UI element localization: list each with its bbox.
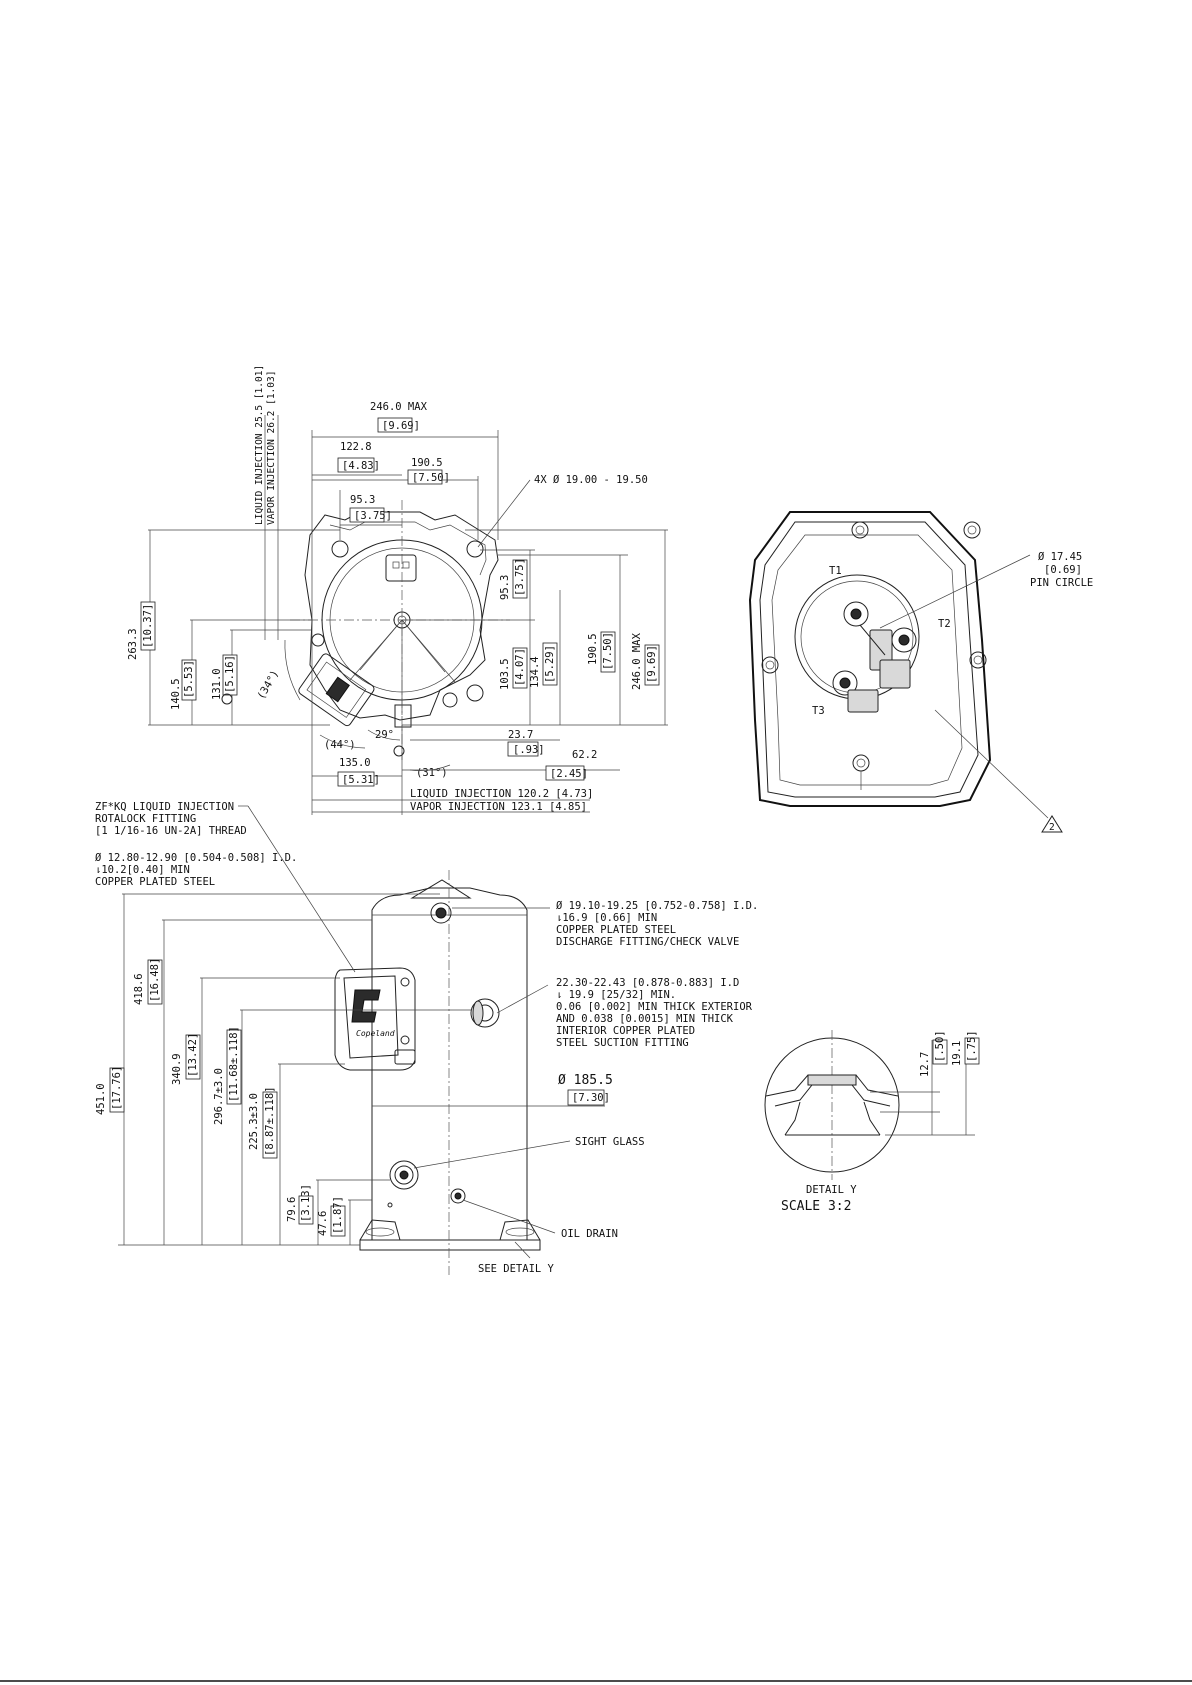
note-flag-label: 2 [1049,822,1055,833]
discharge-spec-line2: ⇂16.9 [0.66] MIN [556,912,657,924]
dim-140-label: 140.5 [170,678,182,710]
dim-263-label: 263.3 [127,628,139,660]
injection-spec-line1: Ø 12.80-12.90 [0.504-0.508] I.D. [95,852,297,864]
dim-340-inch-label: [13.42] [187,1033,199,1077]
pin-circle-dia-label: Ø 17.45 [1038,551,1082,563]
dim-296-inch-label: [11.68±.118] [228,1026,240,1102]
dim-right-190-label: 190.5 [587,633,599,665]
dim-135-inch-label: [5.31] [342,774,380,786]
detail-dim-19-label: 19.1 [951,1041,963,1066]
dim-340-label: 340.9 [171,1053,183,1085]
terminal-t3-label: T3 [812,705,825,717]
dim-135-label: 135.0 [339,757,371,769]
dim-190-label: 190.5 [411,457,443,469]
dim-23-inch-label: [.93] [513,744,545,756]
injection-spec-line3: COPPER PLATED STEEL [95,876,215,888]
discharge-spec-line3: COPPER PLATED STEEL [556,924,676,936]
top-width-max-inch-label: [9.69] [382,420,420,432]
shell-diameter-inch-label: [7.30] [572,1092,610,1104]
oil-drain-label: OIL DRAIN [561,1228,618,1240]
dim-225-inch-label: [8.87±.118] [264,1086,276,1156]
zf-note-line3: [1 1/16-16 UN-2A] THREAD [95,825,247,837]
dim-62-label: 62.2 [572,749,597,761]
angle-31-label: (31°) [416,767,448,779]
dim-140-inch-label: [5.53] [183,660,195,698]
terminal-view: T1 T2 T3 Ø 17.45 [0.69] PIN CIRCLE 2 [748,511,1093,833]
dim-263-inch-label: [10.37] [142,604,154,648]
angle-29-label: 29° [375,729,394,741]
detail-dim-12-inch-label: [.50] [934,1030,946,1062]
dim-134-label: 134.4 [529,656,541,688]
detail-y: 12.7 [.50] 19.1 [.75] DETAIL Y SCALE 3:2 [764,1030,980,1214]
dim-451-label: 451.0 [95,1083,107,1115]
top-view: 246.0 MAX [9.69] 122.8 [4.83] 190.5 [7.5… [127,365,668,815]
suction-spec-line1: 22.30-22.43 [0.878-0.883] I.D [556,977,739,989]
dim-103-inch-label: [4.07] [514,648,526,686]
dim-418-label: 418.6 [133,973,145,1005]
dim-47-inch-label: [1.87] [332,1196,344,1234]
pin-circle-inch-label: [0.69] [1044,564,1082,576]
suction-spec-line3: 0.06 [0.002] MIN THICK EXTERIOR [556,1001,753,1013]
dim-right-95-inch-label: [3.75] [514,558,526,596]
dim-right-190-inch-label: [7.50] [602,632,614,670]
dim-79-label: 79.6 [286,1197,298,1222]
discharge-spec-line4: DISCHARGE FITTING/CHECK VALVE [556,936,739,948]
suction-spec-line6: STEEL SUCTION FITTING [556,1037,689,1049]
detail-dim-12-label: 12.7 [919,1052,931,1077]
dim-122-inch-label: [4.83] [342,460,380,472]
dim-131-inch-label: [5.16] [224,655,236,693]
dim-95-inch-label: [3.75] [354,510,392,522]
suction-spec-line4: AND 0.038 [0.0015] MIN THICK [556,1013,734,1025]
vapor-injection-bottom-label: VAPOR INJECTION 123.1 [4.85] [410,801,587,813]
dim-95-label: 95.3 [350,494,375,506]
mount-holes-callout: 4X Ø 19.00 - 19.50 [534,474,648,486]
dim-79-inch-label: [3.13] [300,1184,312,1222]
dim-131-label: 131.0 [211,668,223,700]
sight-glass-label: SIGHT GLASS [575,1136,645,1148]
suction-spec-line5: INTERIOR COPPER PLATED [556,1025,695,1037]
dim-190-inch-label: [7.50] [412,472,450,484]
top-width-max-label: 246.0 MAX [370,401,428,413]
dim-122-label: 122.8 [340,441,372,453]
liquid-injection-bottom-label: LIQUID INJECTION 120.2 [4.73] [410,788,593,800]
dim-225-label: 225.3±3.0 [248,1093,260,1150]
dim-246-right-inch-label: [9.69] [646,645,658,683]
suction-spec-line2: ⇂ 19.9 [25/32] MIN. [556,989,676,1001]
see-detail-y-label: SEE DETAIL Y [478,1263,555,1275]
detail-y-title: DETAIL Y [806,1184,857,1196]
dim-62-inch-label: [2.45] [550,768,588,780]
dim-23-label: 23.7 [508,729,533,741]
zf-note-line2: ROTALOCK FITTING [95,813,196,825]
angle-44-label: (44°) [324,739,356,751]
discharge-spec-line1: Ø 19.10-19.25 [0.752-0.758] I.D. [556,900,758,912]
dim-451-inch-label: [17.76] [111,1066,123,1110]
shell-diameter-label: Ø 185.5 [558,1073,613,1088]
detail-y-scale: SCALE 3:2 [781,1199,851,1214]
vapor-injection-vertical-label: VAPOR INJECTION 26.2 [1.03] [266,371,277,525]
detail-dim-19-inch-label: [.75] [966,1030,978,1062]
liquid-injection-vertical-label: LIQUID INJECTION 25.5 [1.01] [254,365,265,525]
dim-418-inch-label: [16.48] [149,958,161,1002]
dim-296-label: 296.7±3.0 [213,1068,225,1125]
zf-note-line1: ZF*KQ LIQUID INJECTION [95,801,234,813]
dim-134-inch-label: [5.29] [544,645,556,683]
dim-246-right-label: 246.0 MAX [631,632,643,690]
side-view: Copeland ZF*KQ LIQUID INJECTION ROTALOCK… [95,801,758,1275]
dim-103-label: 103.5 [499,658,511,690]
terminal-t2-label: T2 [938,618,951,630]
terminal-t1-label: T1 [829,565,842,577]
injection-spec-line2: ⇂10.2[0.40] MIN [95,864,190,876]
dim-right-95-label: 95.3 [499,575,511,600]
angle-34-label: (34°) [255,668,281,701]
box-brand-logo-text: Copeland [356,1029,395,1038]
dim-47-label: 47.6 [317,1211,329,1236]
pin-circle-text-label: PIN CIRCLE [1030,577,1093,589]
